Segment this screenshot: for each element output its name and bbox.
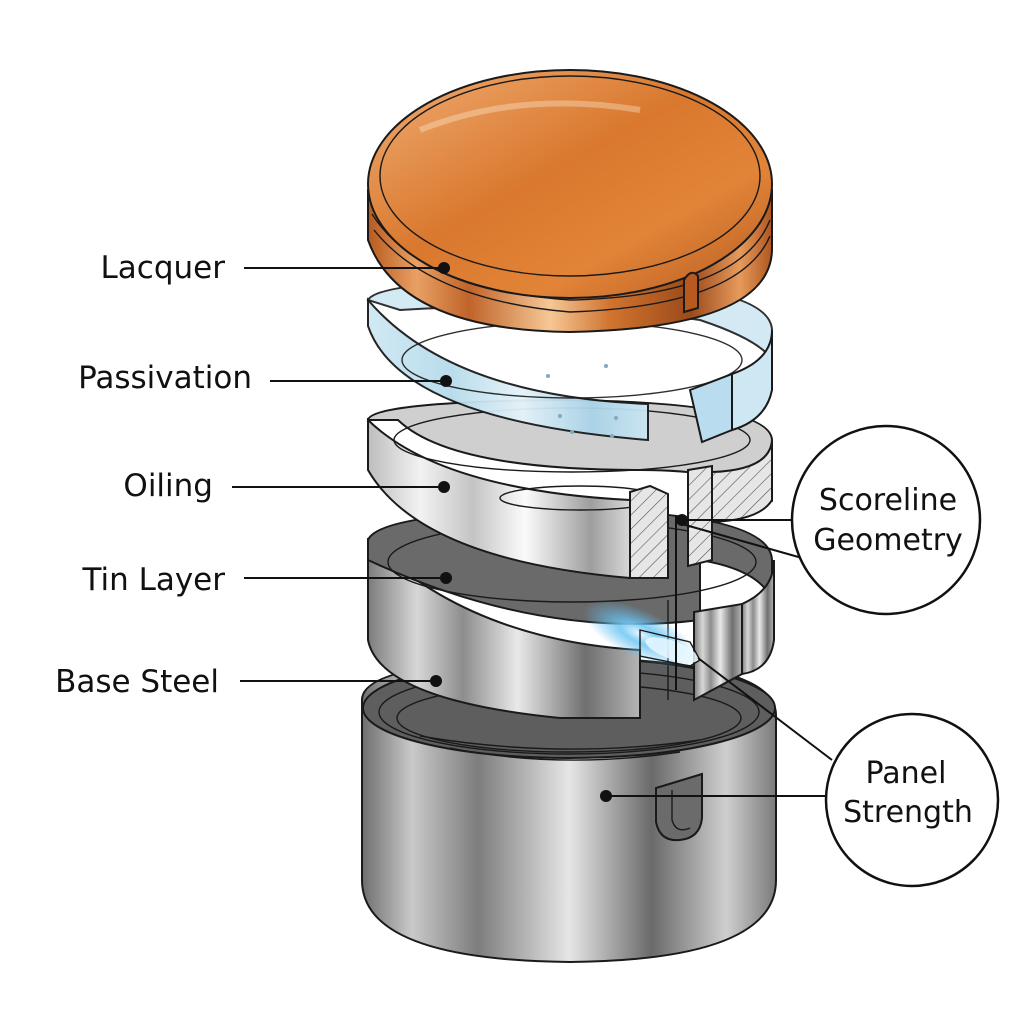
svg-text:Base Steel: Base Steel	[55, 664, 219, 700]
svg-text:Tin Layer: Tin Layer	[81, 562, 225, 598]
svg-text:Scoreline: Scoreline	[819, 483, 957, 518]
label-oiling: Oiling	[123, 468, 450, 504]
base-steel-marker-dot	[430, 675, 442, 687]
callout-panel-strength: Panel Strength	[600, 657, 1000, 888]
panel-callout-circle	[824, 712, 1000, 888]
svg-text:Lacquer: Lacquer	[101, 250, 226, 286]
svg-text:Passivation: Passivation	[78, 360, 252, 396]
svg-text:Strength: Strength	[843, 795, 973, 830]
scoreline-glow	[582, 599, 701, 669]
oiling-marker-dot	[438, 481, 450, 493]
scoreline-callout-circle	[790, 424, 982, 616]
label-lacquer: Lacquer	[101, 250, 450, 286]
callout-scoreline-geometry: Scoreline Geometry	[676, 424, 982, 616]
svg-text:Geometry: Geometry	[813, 523, 963, 558]
tin-marker-dot	[440, 572, 452, 584]
passivation-marker-dot	[440, 375, 452, 387]
panel-marker-dot	[600, 790, 612, 802]
lacquer-marker-dot	[438, 262, 450, 274]
label-passivation: Passivation	[78, 360, 452, 396]
label-base-steel: Base Steel	[55, 664, 442, 700]
layer-lacquer	[367, 69, 773, 334]
scoreline-marker-dot	[676, 514, 688, 526]
svg-text:Oiling: Oiling	[123, 468, 213, 504]
label-tin-layer: Tin Layer	[81, 562, 452, 598]
svg-text:Panel: Panel	[866, 756, 947, 791]
